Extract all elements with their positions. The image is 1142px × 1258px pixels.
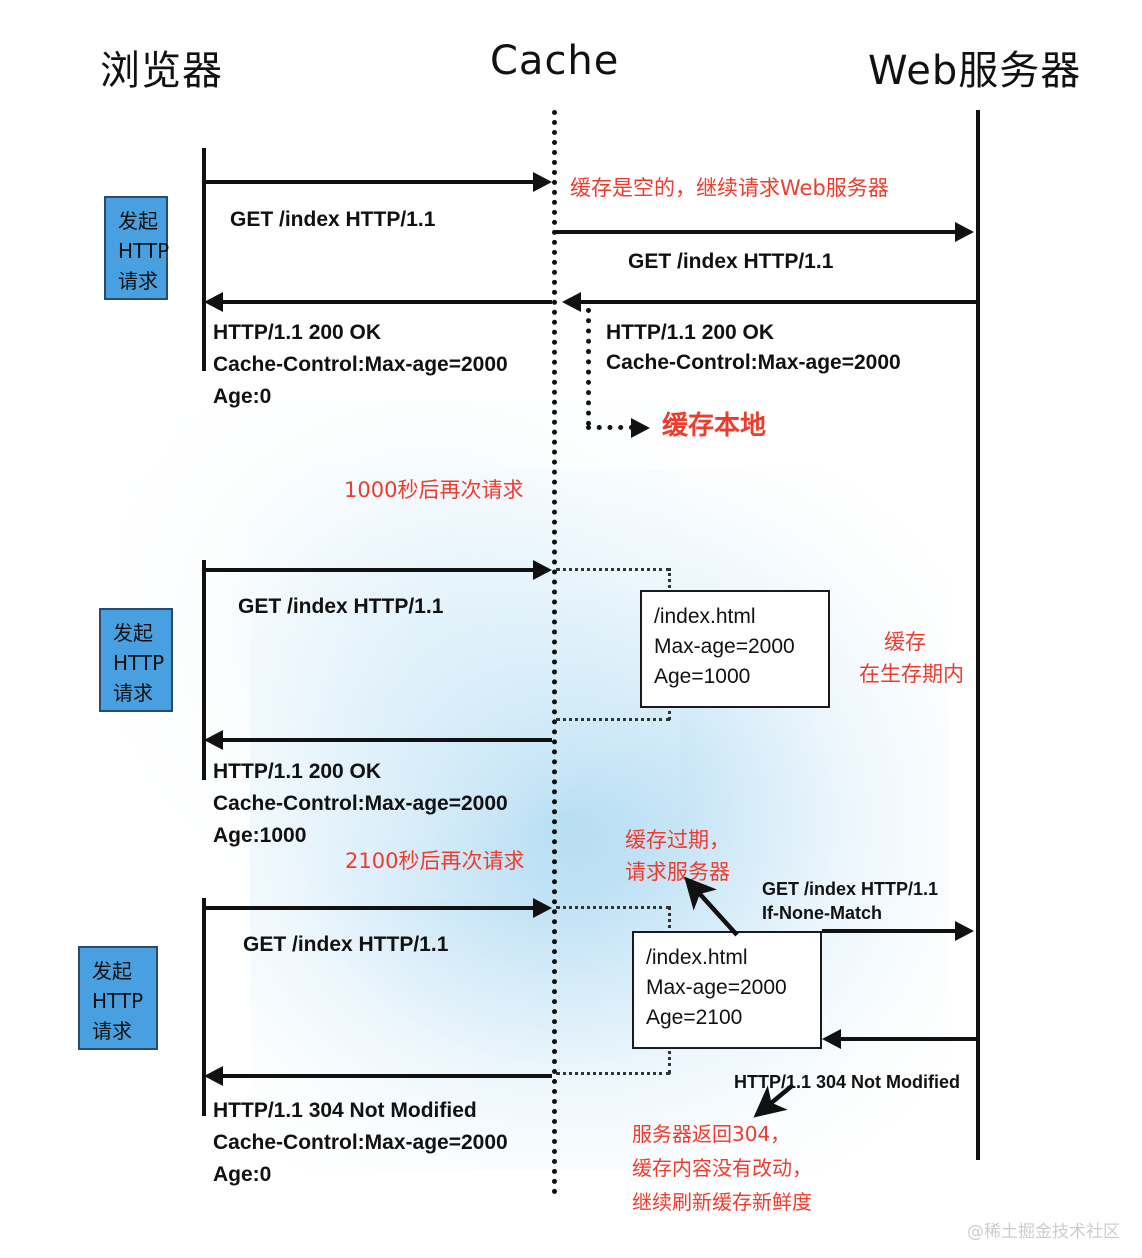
arrowhead-r1-cache-to-server: [955, 222, 974, 242]
arrowhead-r1-server-to-cache: [562, 292, 581, 312]
label-r2-resp-l3: Age:1000: [213, 824, 307, 847]
arrowhead-store-local: [631, 418, 650, 438]
cache-entry-2-line1: /index.html: [646, 946, 748, 969]
arrow-r3-browser-to-cache: [204, 906, 534, 910]
blue-box-3-line1: 发起: [92, 959, 132, 983]
blue-box-2-line3: 请求: [113, 681, 153, 705]
arrow-r1-cache-to-server: [556, 230, 956, 234]
actor-header-cache: Cache: [490, 38, 620, 84]
label-r1-resp-l2: Cache-Control:Max-age=2000: [213, 353, 508, 376]
blue-box-1-line3: 请求: [118, 269, 158, 293]
cache-entry-1-line3: Age=1000: [654, 665, 751, 688]
label-r1-server-resp-l1: HTTP/1.1 200 OK: [606, 321, 775, 344]
dashed-store-vertical: [586, 308, 591, 426]
arrow-r3-server-to-cache: [840, 1037, 976, 1041]
label-r1-cache-request: GET /index HTTP/1.1: [628, 250, 834, 273]
arrow-r1-cache-to-browser: [222, 300, 552, 304]
activation-browser-2: [202, 560, 206, 740]
watermark: @稀土掘金技术社区: [967, 1222, 1120, 1242]
label-r1-request: GET /index HTTP/1.1: [230, 208, 436, 231]
dotted-r2-bottom-h: [556, 718, 670, 721]
blue-box-1-line1: 发起: [118, 209, 158, 233]
label-r3-revalidate-l2: If-None-Match: [762, 903, 882, 923]
label-r3-resp-l3: Age:0: [213, 1163, 272, 1186]
label-r3-resp-l2: Cache-Control:Max-age=2000: [213, 1131, 508, 1154]
dotted-r3-bottom-h: [556, 1072, 670, 1075]
blue-box-3-line2: HTTP: [92, 989, 144, 1013]
blue-box-3-line3: 请求: [92, 1019, 132, 1043]
arrow-r3-cache-to-server: [822, 929, 956, 933]
label-r2-resp-l1: HTTP/1.1 200 OK: [213, 760, 382, 783]
actor-header-server: Web服务器: [868, 48, 1082, 94]
activation-browser-3: [202, 898, 206, 1076]
arrowhead-r2-browser-to-cache: [533, 560, 552, 580]
arrowhead-r1-cache-to-browser: [204, 292, 223, 312]
cache-entry-2-line3: Age=2100: [646, 1006, 743, 1029]
label-r3-request: GET /index HTTP/1.1: [243, 933, 449, 956]
blue-box-initiate-request-1: 发起 HTTP 请求: [104, 196, 170, 300]
label-r1-resp-l3: Age:0: [213, 385, 272, 408]
label-r2-request: GET /index HTTP/1.1: [238, 595, 444, 618]
pointer-arrow-expired: [684, 876, 739, 937]
note-304-explain-l2: 缓存内容没有改动，: [632, 1156, 812, 1180]
label-r1-resp-l1: HTTP/1.1 200 OK: [213, 321, 382, 344]
label-r3-resp-l1: HTTP/1.1 304 Not Modified: [213, 1099, 477, 1122]
arrowhead-r3-browser-to-cache: [533, 898, 552, 918]
activation-browser-3b: [202, 1076, 206, 1116]
arrow-r1-browser-to-cache: [204, 180, 534, 184]
lifeline-server: [976, 110, 980, 1160]
blue-box-2-line2: HTTP: [113, 651, 165, 675]
note-cache-fresh-l2: 在生存期内: [859, 662, 964, 686]
note-304-explain-l1: 服务器返回304，: [632, 1122, 791, 1146]
activation-browser-1: [202, 148, 206, 303]
note-cache-fresh-l1: 缓存: [884, 630, 926, 654]
arrow-r3-cache-to-browser: [222, 1074, 552, 1078]
lifeline-cache: [552, 110, 557, 1195]
label-r3-server-304: HTTP/1.1 304 Not Modified: [734, 1072, 961, 1092]
activation-browser-2b: [202, 740, 206, 780]
label-r2-resp-l2: Cache-Control:Max-age=2000: [213, 792, 508, 815]
blue-box-initiate-request-3: 发起 HTTP 请求: [78, 946, 158, 1050]
note-store-local: 缓存本地: [662, 411, 767, 441]
arrowhead-r3-cache-to-server: [955, 921, 974, 941]
background-glow: [250, 470, 950, 1170]
actor-header-browser: 浏览器: [100, 48, 223, 94]
note-cache-expired-l1: 缓存过期，: [625, 828, 730, 852]
note-retry-1000: 1000秒后再次请求: [344, 478, 524, 502]
cache-entry-box-1: /index.html Max-age=2000 Age=1000: [640, 590, 830, 708]
cache-entry-2-line2: Max-age=2000: [646, 976, 787, 999]
note-retry-2100: 2100秒后再次请求: [345, 849, 525, 873]
blue-box-initiate-request-2: 发起 HTTP 请求: [99, 608, 173, 712]
note-cache-expired-l2: 请求服务器: [625, 860, 730, 884]
cache-entry-1-line1: /index.html: [654, 605, 756, 628]
arrowhead-r2-cache-to-browser: [204, 730, 223, 750]
note-304-explain-l3: 继续刷新缓存新鲜度: [632, 1190, 812, 1214]
label-r1-server-resp-l2: Cache-Control:Max-age=2000: [606, 351, 901, 374]
arrow-r2-browser-to-cache: [204, 568, 534, 572]
arrowhead-r3-cache-to-browser: [204, 1066, 223, 1086]
activation-browser-1b: [202, 303, 206, 371]
arrowhead-r3-server-to-cache: [822, 1029, 841, 1049]
dashed-store-horizontal: [586, 425, 634, 430]
dotted-r3-top-h: [556, 906, 670, 909]
cache-entry-1-line2: Max-age=2000: [654, 635, 795, 658]
blue-box-1-line2: HTTP: [118, 239, 170, 263]
arrow-r1-server-to-cache: [580, 300, 976, 304]
blue-box-2-line1: 发起: [113, 621, 153, 645]
note-cache-empty: 缓存是空的，继续请求Web服务器: [570, 176, 889, 200]
dotted-r2-top-h: [556, 568, 670, 571]
arrow-r2-cache-to-browser: [222, 738, 552, 742]
arrowhead-r1-browser-to-cache: [533, 172, 552, 192]
label-r3-revalidate-l1: GET /index HTTP/1.1: [762, 879, 939, 899]
cache-entry-box-2: /index.html Max-age=2000 Age=2100: [632, 931, 822, 1049]
